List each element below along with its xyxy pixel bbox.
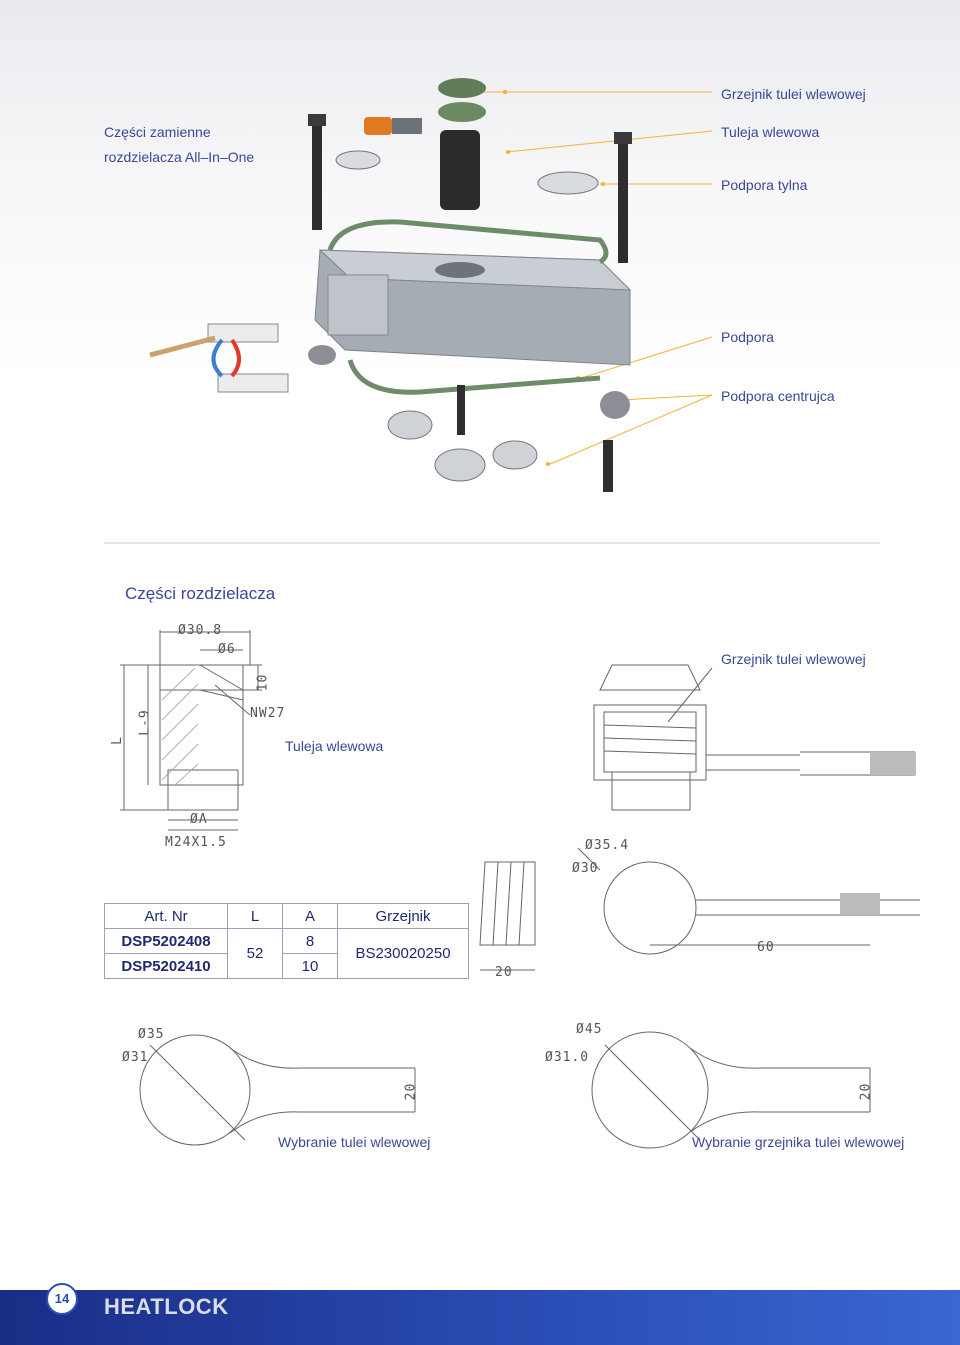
label-tuleja: Tuleja wlewowa: [285, 738, 384, 754]
dim-thread: M24X1.5: [165, 835, 227, 850]
dim-d6: Ø6: [218, 642, 236, 657]
callout-podpora-centrujca: Podpora centrujca: [721, 388, 835, 404]
dim-d31: Ø31: [122, 1050, 149, 1065]
table-cell-A: 8: [282, 928, 338, 954]
footer-bar: [0, 1290, 960, 1345]
dim-20-right: 20: [858, 1082, 874, 1101]
section-title: Części rozdzielacza: [125, 584, 276, 603]
page-number: 14: [46, 1283, 78, 1315]
callout-podpora: Podpora: [721, 329, 774, 345]
label-wybranie-grzejnika: Wybranie grzejnika tulei wlewowej: [692, 1134, 905, 1150]
dim-d31-0: Ø31.0: [545, 1050, 590, 1065]
dim-60: 60: [757, 940, 775, 955]
dim-d45: Ø45: [576, 1022, 603, 1037]
th-A: A: [282, 903, 338, 929]
table-cell-A: 10: [282, 953, 338, 979]
dim-L-9: L-9: [137, 709, 153, 736]
dim-L: L: [109, 736, 125, 745]
dim-10: 10: [255, 673, 271, 692]
dim-20-left: 20: [403, 1082, 419, 1101]
callout-tuleja: Tuleja wlewowa: [721, 124, 820, 140]
header-subtitle-line2: rozdzielacza All–In–One: [104, 149, 255, 165]
header-subtitle-line1: Części zamienne: [104, 124, 211, 140]
dim-dA: ØA: [190, 812, 208, 827]
table-cell-art: DSP5202410: [104, 953, 228, 979]
dim-d35-4: Ø35.4: [585, 838, 630, 853]
callout-podpora-tylna: Podpora tylna: [721, 177, 808, 193]
table-cell-grzejnik: BS230020250: [337, 928, 469, 979]
th-art: Art. Nr: [104, 903, 228, 929]
callout-grzejnik: Grzejnik tulei wlewowej: [721, 86, 866, 102]
dim-d35: Ø35: [138, 1027, 165, 1042]
th-L: L: [227, 903, 283, 929]
dim-nw27: NW27: [250, 706, 286, 721]
dim-20-coil: 20: [495, 965, 513, 980]
dim-d30-8: Ø30.8: [178, 623, 223, 638]
exploded-assembly-illustration: [104, 78, 880, 544]
technical-drawings: [120, 630, 920, 1149]
th-grzejnik: Grzejnik: [337, 903, 469, 929]
brand-logo: HEATLOCK: [104, 1294, 229, 1319]
table-cell-L: 52: [227, 928, 283, 979]
dim-d30: Ø30: [572, 861, 599, 876]
table-cell-art: DSP5202408: [104, 928, 228, 954]
label-grzejnik: Grzejnik tulei wlewowej: [721, 651, 866, 667]
label-wybranie-tulei: Wybranie tulei wlewowej: [278, 1134, 431, 1150]
spec-table: Art. Nr L A Grzejnik DSP5202408 52 8 BS2…: [104, 903, 469, 979]
